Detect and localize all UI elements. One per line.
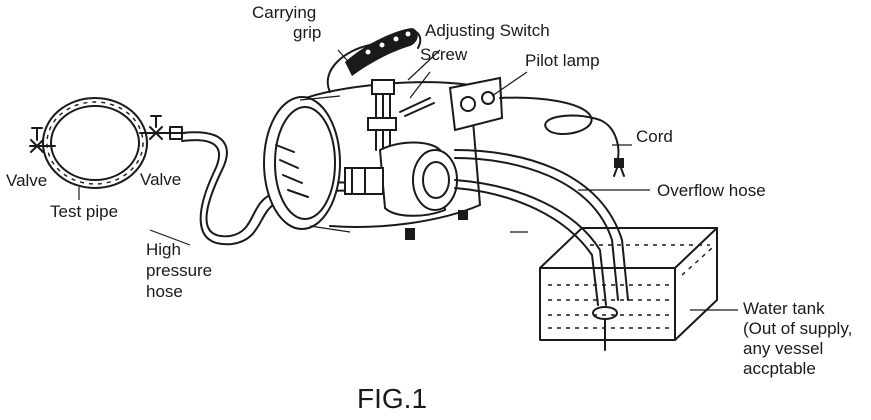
label-water-tank-line2: (Out of supply, — [743, 319, 853, 338]
leader-lines — [78, 49, 738, 311]
label-water-tank-line1: Water tank — [743, 299, 825, 318]
label-test-pipe: Test pipe — [50, 202, 119, 221]
figure-caption: FIG.1 — [357, 383, 428, 414]
adjusting-switch-stem — [367, 79, 435, 151]
carrying-grip — [326, 28, 422, 93]
motor-body — [263, 81, 481, 240]
label-water-tank-line4: accptable — [743, 359, 816, 378]
label-high-pressure-hose-line2: pressure — [146, 261, 213, 280]
label-high-pressure-hose-line3: hose — [146, 282, 183, 301]
power-cord — [499, 96, 625, 177]
label-adjusting-switch: Adjusting Switch — [425, 21, 550, 40]
control-box — [448, 76, 504, 132]
label-carrying-grip-line1: Carrying — [252, 3, 317, 22]
label-screw: Screw — [420, 45, 468, 64]
label-overflow-hose: Overflow hose — [657, 181, 766, 200]
label-pilot-lamp: Pilot lamp — [525, 51, 600, 70]
label-valve-left: Valve — [6, 171, 48, 190]
label-carrying-grip-line2: grip — [293, 23, 322, 42]
label-high-pressure-hose-line1: High — [146, 240, 181, 259]
label-cord: Cord — [636, 127, 673, 146]
water-tank — [539, 227, 718, 341]
left-valve — [29, 127, 56, 153]
tank-hoses — [454, 149, 629, 351]
label-water-tank-line3: any vessel — [743, 339, 824, 358]
label-valve-right: Valve — [140, 170, 182, 189]
pump-head — [344, 141, 458, 217]
test-pipe-loop — [42, 97, 148, 189]
